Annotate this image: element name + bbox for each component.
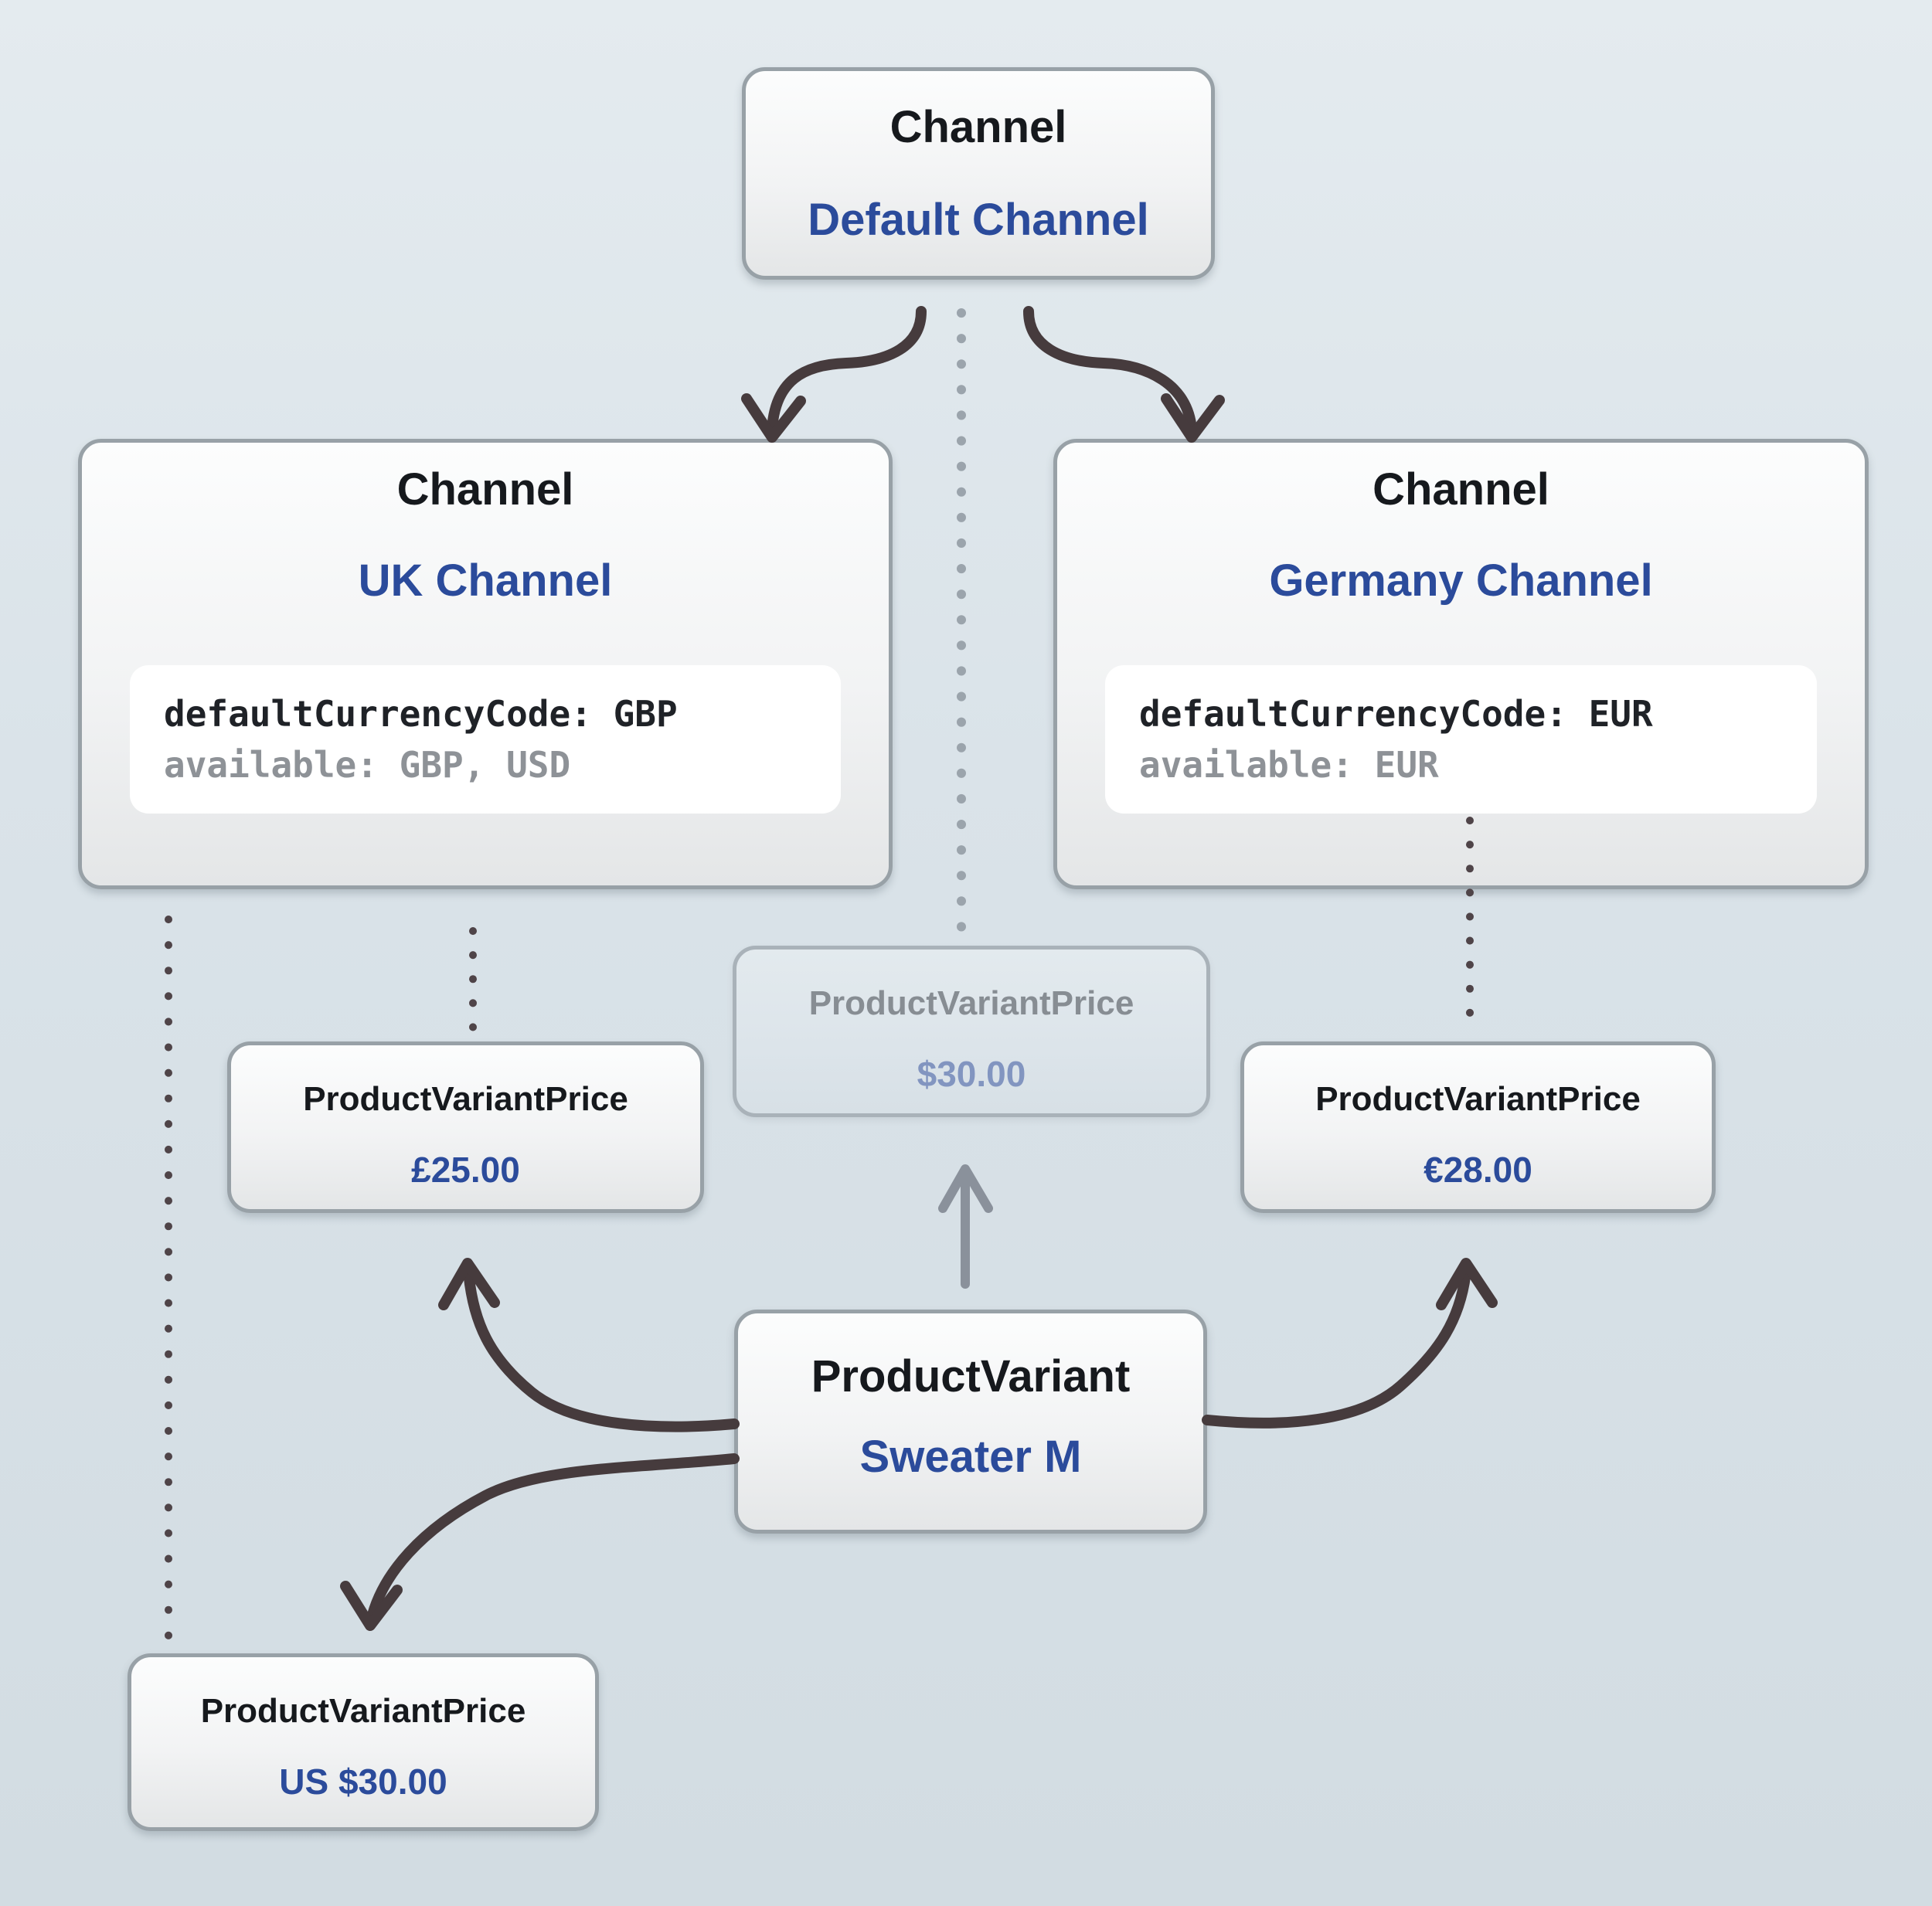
node-product-variant: ProductVariant Sweater M xyxy=(734,1310,1207,1534)
node-germany-channel: Channel Germany Channel defaultCurrencyC… xyxy=(1053,439,1869,889)
edge-variant-to-eur-price-arrow xyxy=(1202,1258,1498,1429)
code-line-available-currencies: available: GBP, USD xyxy=(164,744,571,786)
code-line-available-currencies: available: EUR xyxy=(1139,744,1439,786)
node-type-label: ProductVariant xyxy=(811,1351,1131,1401)
node-germany-price: ProductVariantPrice €28.00 xyxy=(1240,1041,1716,1213)
price-value: £25.00 xyxy=(411,1150,520,1190)
edge-variant-to-usd-price-arrow xyxy=(340,1453,740,1631)
node-default-channel: Channel Default Channel xyxy=(742,67,1215,280)
node-name: UK Channel xyxy=(358,555,613,606)
node-name: Default Channel xyxy=(808,195,1149,245)
node-inherited-price: ProductVariantPrice $30.00 xyxy=(733,946,1210,1117)
code-block: defaultCurrencyCode: GBP available: GBP,… xyxy=(130,665,841,814)
edge-default-to-germany-arrow xyxy=(1023,306,1225,443)
price-value: €28.00 xyxy=(1423,1150,1532,1190)
node-name: Germany Channel xyxy=(1269,555,1653,606)
node-name: Sweater M xyxy=(859,1432,1082,1482)
node-type-label: Channel xyxy=(1372,464,1549,515)
node-uk-price: ProductVariantPrice £25.00 xyxy=(227,1041,704,1213)
node-type-label: ProductVariantPrice xyxy=(200,1692,526,1730)
node-type-label: Channel xyxy=(889,102,1067,152)
edge-variant-to-inherited-arrowhead xyxy=(938,1164,993,1213)
node-type-label: Channel xyxy=(396,464,574,515)
node-type-label: ProductVariantPrice xyxy=(808,984,1134,1022)
code-line-default-currency: defaultCurrencyCode: EUR xyxy=(1139,693,1653,735)
edge-default-to-uk-arrow xyxy=(741,306,927,443)
price-value: US $30.00 xyxy=(279,1762,447,1802)
node-uk-channel: Channel UK Channel defaultCurrencyCode: … xyxy=(78,439,893,889)
edge-variant-to-inherited-arrow xyxy=(938,1164,993,1289)
edge-variant-to-gbp-price-arrowhead xyxy=(438,1258,500,1310)
node-us-price: ProductVariantPrice US $30.00 xyxy=(128,1653,599,1831)
edge-variant-to-gbp-price-arrow xyxy=(438,1258,740,1432)
node-type-label: ProductVariantPrice xyxy=(303,1080,628,1118)
code-block: defaultCurrencyCode: EUR available: EUR xyxy=(1105,665,1817,814)
edge-variant-to-eur-price-arrowhead xyxy=(1436,1258,1498,1310)
edge-default-to-germany-arrowhead xyxy=(1161,393,1225,443)
edge-default-to-uk-arrowhead xyxy=(741,393,806,443)
node-type-label: ProductVariantPrice xyxy=(1315,1080,1641,1118)
price-value: $30.00 xyxy=(917,1054,1026,1094)
edge-variant-to-usd-price-arrowhead xyxy=(340,1581,403,1631)
code-line-default-currency: defaultCurrencyCode: GBP xyxy=(164,693,678,735)
